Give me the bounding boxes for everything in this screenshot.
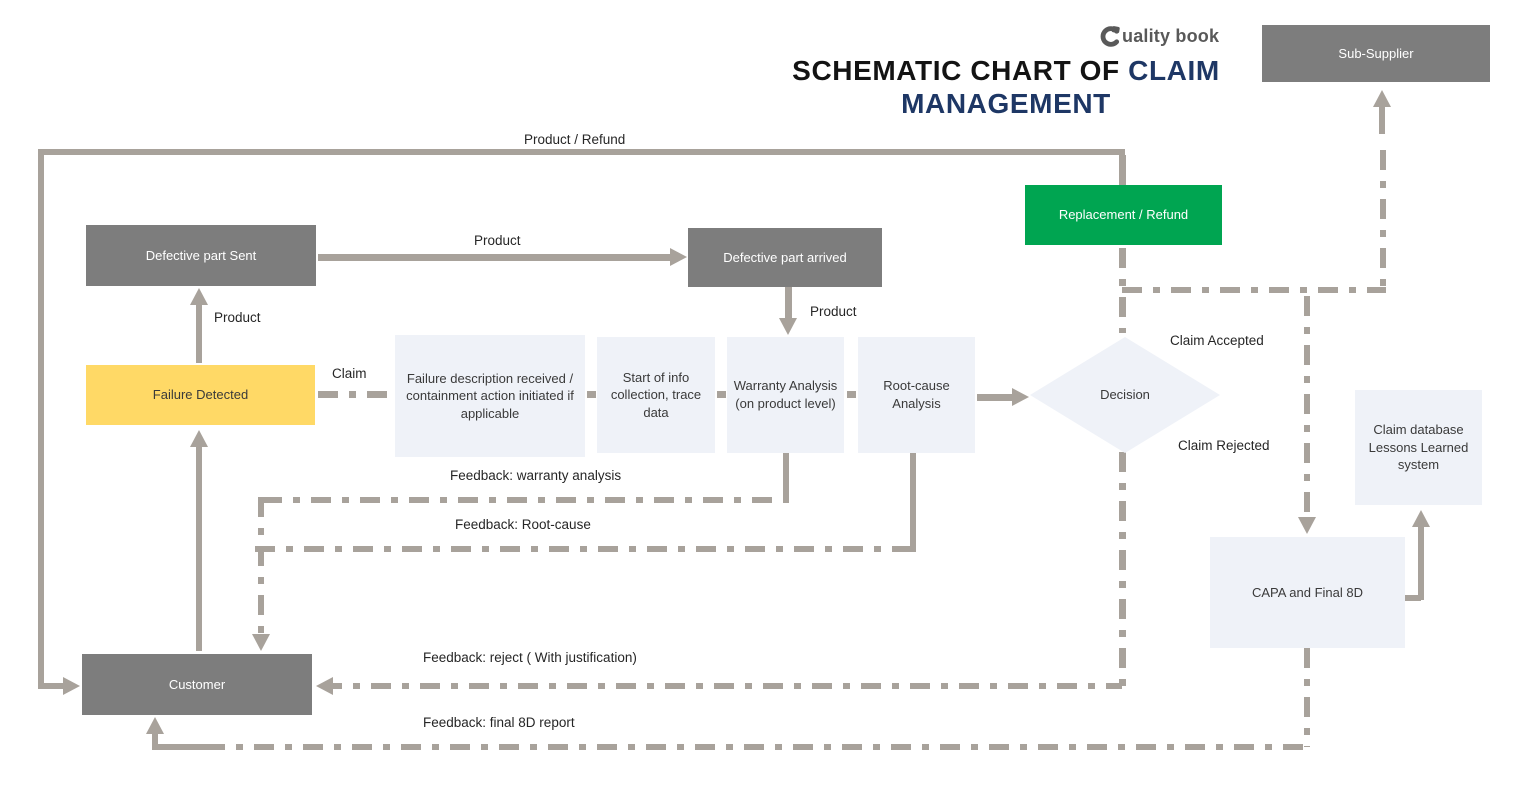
- node-label-defective-part-arrived: Defective part arrived: [723, 249, 847, 265]
- connector-capa-to-final8d: [1304, 648, 1310, 747]
- node-replacement-refund: Replacement / Refund: [1025, 185, 1222, 245]
- connector-final8d-elbow: [152, 744, 205, 750]
- edge-label-claim: Claim: [332, 366, 367, 381]
- edge-label-feedback-warranty: Feedback: warranty analysis: [450, 468, 622, 483]
- connector-feedback-final8d-line: [205, 744, 1307, 750]
- arrowhead-into-failure-detected: [190, 430, 208, 447]
- arrowhead-into-decision: [1012, 388, 1029, 406]
- connector-product-refund-top: [38, 149, 1125, 155]
- edge-label-feedback-reject: Feedback: reject ( With justification): [423, 650, 637, 665]
- page-title: SCHEMATIC CHART OF CLAIM MANAGEMENT: [728, 54, 1284, 120]
- node-label-decision: Decision: [1100, 387, 1150, 403]
- node-label-claim-database: Claim database Lessons Learned system: [1368, 422, 1469, 473]
- connector-failure-to-sent: [196, 295, 202, 363]
- connector-rootcause-drop: [910, 453, 916, 552]
- connector-connector-3-4: [847, 391, 856, 398]
- node-label-info-collection: Start of info collection, trace data: [610, 369, 702, 420]
- connector-customer-to-failure: [196, 438, 202, 651]
- node-warranty-analysis: Warranty Analysis (on product level): [727, 337, 844, 453]
- node-label-capa-final-8d: CAPA and Final 8D: [1251, 584, 1364, 600]
- node-label-customer: Customer: [168, 676, 226, 692]
- arrowhead-into-customer-bottom: [146, 717, 164, 734]
- edge-label-product-top: Product: [474, 233, 521, 248]
- node-failure-detected: Failure Detected: [86, 365, 315, 425]
- page-title-line2: MANAGEMENT: [901, 88, 1111, 120]
- connector-rootcause-to-decision: [977, 394, 1014, 401]
- edge-label-feedback-root-cause: Feedback: Root-cause: [455, 517, 591, 532]
- connector-sent-to-arrived: [318, 254, 670, 261]
- node-defective-part-sent: Defective part Sent: [86, 225, 316, 286]
- arrowhead-into-arrived: [670, 248, 687, 266]
- node-label-root-cause-analysis: Root-cause Analysis: [883, 378, 950, 411]
- arrowhead-into-customer-top: [252, 634, 270, 651]
- connector-subsupplier-dash: [1380, 150, 1386, 290]
- connector-capa-down-dash: [1304, 296, 1310, 517]
- arrowhead-into-customer-left: [63, 677, 80, 695]
- quality-book-logo: uality book: [1098, 25, 1219, 48]
- connector-product-refund-into-customer: [38, 683, 64, 689]
- node-defective-part-arrived: Defective part arrived: [688, 228, 882, 287]
- connector-capa-to-claimdb: [1418, 524, 1424, 600]
- connector-accepted-right-line: [1122, 287, 1386, 293]
- connector-final8d-up-shaft: [152, 730, 158, 747]
- arrowhead-into-claim-database: [1412, 510, 1430, 527]
- logo-text: uality book: [1122, 26, 1220, 46]
- node-failure-description: Failure description received / containme…: [395, 335, 585, 457]
- page-title-line1: SCHEMATIC CHART OF CLAIM: [728, 54, 1284, 87]
- connector-claim-line: [318, 391, 394, 398]
- node-decision: Decision: [1030, 337, 1220, 453]
- connector-subsupplier-arrow-shaft: [1379, 106, 1385, 134]
- connector-product-refund-left: [38, 149, 44, 689]
- connector-warranty-drop: [783, 453, 789, 503]
- arrowhead-into-capa: [1298, 517, 1316, 534]
- node-sub-supplier: Sub-Supplier: [1262, 25, 1490, 82]
- connector-feedback-warranty-line: [262, 497, 783, 503]
- arrowhead-into-sub-supplier: [1373, 90, 1391, 107]
- connector-capa-right-stub: [1405, 595, 1421, 601]
- edge-label-product-refund: Product / Refund: [524, 132, 626, 147]
- node-info-collection: Start of info collection, trace data: [597, 337, 715, 453]
- connector-claim-rejected-line: [1119, 452, 1126, 686]
- node-label-warranty-analysis: Warranty Analysis (on product level): [733, 378, 838, 411]
- quality-book-logo-icon: [1100, 26, 1120, 47]
- title-accent-part1: CLAIM: [1128, 55, 1220, 86]
- node-capa-final-8d: CAPA and Final 8D: [1210, 537, 1405, 648]
- connector-arrived-down: [785, 287, 792, 322]
- node-label-failure-detected: Failure Detected: [152, 387, 249, 403]
- connector-feedback-merge-down: [258, 497, 264, 637]
- edge-label-product-mid: Product: [810, 304, 857, 319]
- node-label-sub-supplier: Sub-Supplier: [1338, 45, 1414, 61]
- node-label-defective-part-sent: Defective part Sent: [145, 247, 257, 263]
- edge-label-feedback-final-8d: Feedback: final 8D report: [423, 715, 575, 730]
- edge-label-claim-rejected: Claim Rejected: [1178, 438, 1270, 453]
- node-label-failure-description: Failure description received / containme…: [406, 370, 574, 421]
- connector-feedback-rootcause-line: [255, 546, 910, 552]
- arrowhead-into-customer-right: [316, 677, 333, 695]
- title-black-part: SCHEMATIC CHART OF: [792, 55, 1120, 86]
- connector-connector-2-3: [717, 391, 726, 398]
- edge-label-claim-accepted: Claim Accepted: [1170, 333, 1264, 348]
- arrowhead-into-warranty: [779, 318, 797, 335]
- node-root-cause-analysis: Root-cause Analysis: [858, 337, 975, 453]
- connector-green-box-top-connector: [1119, 155, 1126, 185]
- connector-feedback-reject-line: [322, 683, 1122, 689]
- connector-connector-1-2: [587, 391, 596, 398]
- node-claim-database: Claim database Lessons Learned system: [1355, 390, 1482, 505]
- edge-label-product-left: Product: [214, 310, 261, 325]
- node-label-replacement-refund: Replacement / Refund: [1058, 207, 1189, 223]
- arrowhead-into-sent: [190, 288, 208, 305]
- node-customer: Customer: [82, 654, 312, 715]
